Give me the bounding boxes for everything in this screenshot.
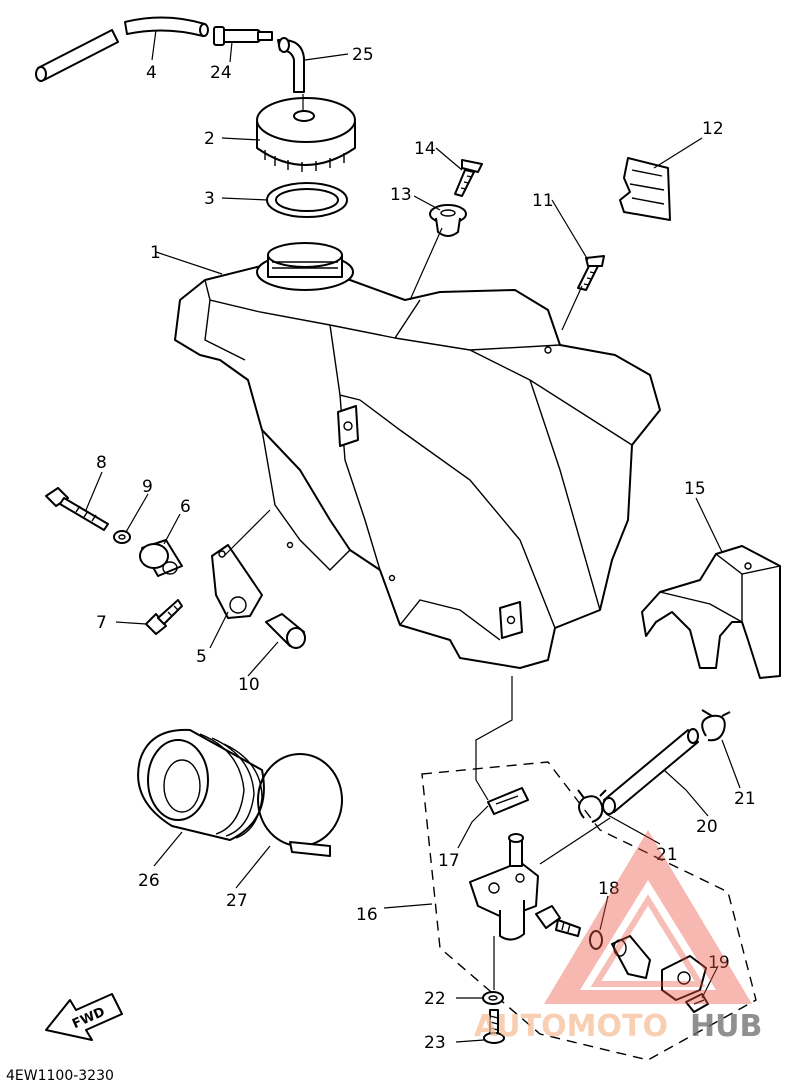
screw-part-23: [483, 1009, 505, 1044]
watermark-text-hub: HUB: [690, 1009, 762, 1044]
callout-18: 18: [598, 879, 620, 899]
breather-joint-part-24: [213, 26, 273, 46]
callout-26: 26: [138, 871, 160, 891]
fuel-cock-group-outline: [421, 761, 757, 1061]
bracket-part-5: [211, 544, 263, 619]
screw-part-11: [577, 255, 605, 291]
lever-shaft-part: [535, 905, 581, 937]
screw-part-19: [685, 993, 709, 1013]
callout-23: 23: [424, 1033, 446, 1053]
callout-22: 22: [424, 989, 446, 1009]
callout-6: 6: [180, 497, 191, 517]
callout-9: 9: [142, 477, 153, 497]
callout-5: 5: [196, 647, 207, 667]
plate-part: [661, 955, 707, 1001]
fuel-cock-body-part-16: [469, 833, 539, 941]
o-ring-part-18: [589, 930, 603, 950]
callout-3: 3: [204, 189, 215, 209]
callout-27: 27: [226, 891, 248, 911]
callout-16: 16: [356, 905, 378, 925]
callout-15: 15: [684, 479, 706, 499]
washer-part-9: [113, 530, 131, 544]
callout-13: 13: [390, 185, 412, 205]
cover-part-15: [641, 545, 781, 679]
callout-21-lower: 21: [656, 845, 678, 865]
lever-part: [611, 935, 651, 979]
collar-part-10: [265, 613, 306, 649]
breather-pipe-part-25: [277, 37, 305, 93]
gasket-part-17: [487, 787, 529, 815]
bolt-part-8: [45, 487, 109, 531]
breather-hose-part-4: [35, 16, 209, 82]
callout-2: 2: [204, 129, 215, 149]
clip-part-21-upper: [701, 709, 731, 742]
callout-25: 25: [352, 45, 374, 65]
screw-part-14: [454, 159, 483, 197]
diagram-code: 4EW1100-3230: [6, 1068, 114, 1084]
damper-part-6: [139, 539, 183, 577]
assembly-line-bracket: [223, 509, 271, 557]
duct-part-26: [137, 728, 265, 841]
damper-part-13: [429, 204, 467, 237]
cap-gasket-part-3: [266, 182, 348, 218]
clip-part-21-lower: [577, 789, 607, 823]
callout-8: 8: [96, 453, 107, 473]
forward-arrow-icon: FWD: [45, 993, 123, 1041]
callout-7: 7: [96, 613, 107, 633]
fuel-line-route: [475, 676, 513, 801]
assembly-line-lever: [539, 817, 611, 865]
pipe-part-20: [602, 728, 699, 815]
callout-14: 14: [414, 139, 436, 159]
callout-11: 11: [532, 191, 554, 211]
callout-4: 4: [146, 63, 157, 83]
filler-cap-part-2: [256, 97, 356, 172]
callout-19: 19: [708, 953, 730, 973]
clamp-part-27: [257, 753, 343, 857]
washer-part-22: [482, 991, 504, 1005]
fuel-tank-part-1: [174, 242, 661, 669]
clip-part-12: [619, 157, 671, 221]
automotohub-watermark: AUTOMOTO HUB: [474, 830, 762, 1044]
bolt-part-7: [145, 599, 183, 635]
callout-12: 12: [702, 119, 724, 139]
callout-10: 10: [238, 675, 260, 695]
callout-1: 1: [150, 243, 161, 263]
callout-24: 24: [210, 63, 232, 83]
callout-17: 17: [438, 851, 460, 871]
watermark-text-auto: AUTOMOTO: [474, 1009, 668, 1044]
callout-21-upper: 21: [734, 789, 756, 809]
callout-20: 20: [696, 817, 718, 837]
leader-lines: [85, 29, 741, 1043]
